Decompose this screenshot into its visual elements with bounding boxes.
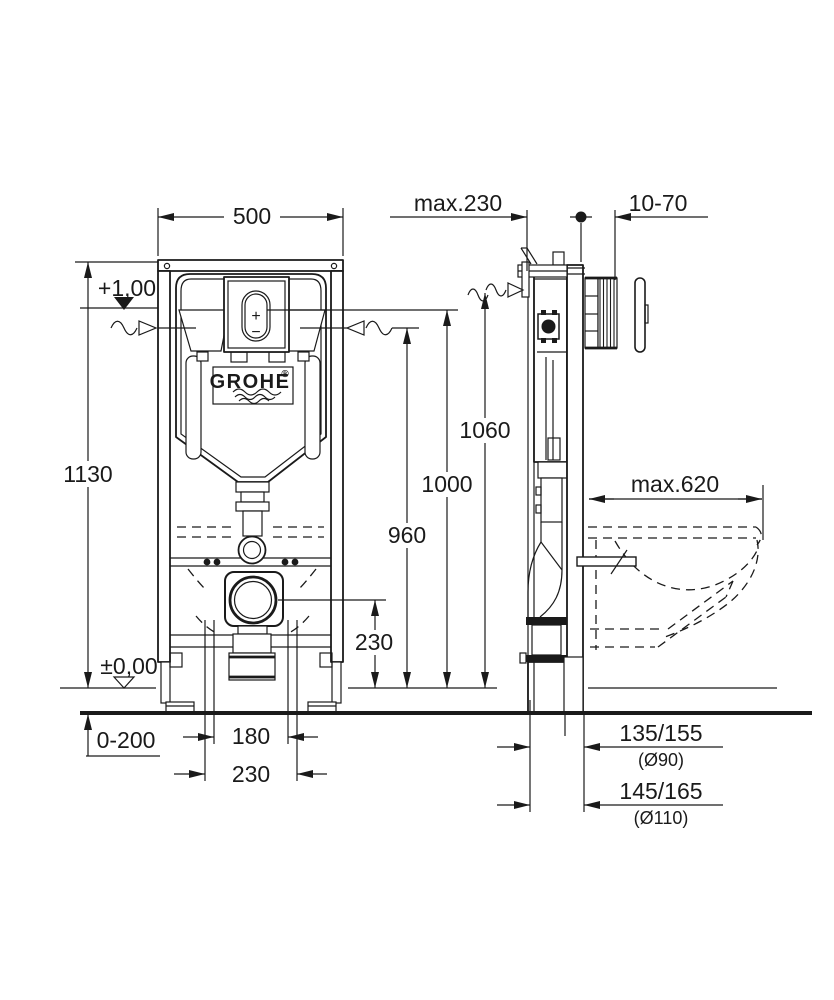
dim-outlet-90-label: 135/155 xyxy=(619,720,702,746)
rail-top-cap xyxy=(552,251,565,266)
water-chamber xyxy=(178,309,230,352)
side-channel xyxy=(304,355,321,460)
side-view xyxy=(485,211,762,736)
leg-bracket xyxy=(169,652,183,668)
flush-plate xyxy=(634,277,649,353)
wall-anchor-icon xyxy=(537,310,560,343)
corner-screw-icon xyxy=(330,262,338,270)
frame-top-bar xyxy=(157,259,344,272)
access-box: + − xyxy=(223,276,290,353)
front-rail-foot xyxy=(563,656,584,714)
logo-wave-icon xyxy=(238,397,270,405)
level-upper-label: +1,00 xyxy=(98,275,156,301)
dim-outlet-110-label: 145/165 xyxy=(619,778,702,804)
wall-surface-marker-icon xyxy=(570,211,592,262)
dim-bolt-outer-label: 230 xyxy=(232,761,270,787)
dimension-labels: 500 max.230 10-70 +1,00 1130 960 1000 10… xyxy=(60,190,728,828)
flush-pipe xyxy=(235,481,270,565)
bowl-hidden-side xyxy=(576,526,762,650)
top-wall-bracket xyxy=(517,247,585,298)
water-supply-right-icon xyxy=(300,320,419,336)
cistern-profile xyxy=(519,271,569,714)
bowl-hidden-front xyxy=(177,526,324,635)
fixing-bolt xyxy=(576,556,637,567)
left-foot xyxy=(165,701,195,713)
right-foot xyxy=(307,701,337,713)
upper-crossbar xyxy=(170,557,331,567)
flush-shaft xyxy=(584,276,618,350)
level-symbols xyxy=(112,297,136,689)
frame-left-leg xyxy=(160,661,171,704)
leg-bracket xyxy=(319,652,333,668)
dim-plate-height-label: 1000 xyxy=(421,471,472,497)
dim-outlet-height-label: 230 xyxy=(355,629,393,655)
frame-left-rail xyxy=(157,270,171,663)
grohe-logo: GROHE ® xyxy=(210,366,294,405)
water-supply-left-icon xyxy=(110,320,196,336)
dim-outlet-90-dia-label: (Ø90) xyxy=(638,750,684,770)
frame-right-leg xyxy=(331,661,342,704)
dim-depth-label: max.230 xyxy=(414,190,502,216)
logo-wave-icon xyxy=(232,388,282,396)
drain-bend xyxy=(224,571,284,681)
floor-lines xyxy=(60,687,812,715)
logo-text: GROHE xyxy=(210,371,291,393)
dim-bowl-max-label: max.620 xyxy=(631,471,719,497)
actuator-plus-label: + xyxy=(251,308,260,325)
level-mark-open-icon xyxy=(112,676,136,689)
side-channel xyxy=(185,355,202,460)
registered-mark-icon: ® xyxy=(281,369,289,380)
dim-floor-adjust-label: 0-200 xyxy=(97,727,156,753)
actuator-minus-label: − xyxy=(251,324,260,341)
front-rail xyxy=(566,264,584,714)
level-floor-label: ±0,00 xyxy=(100,653,157,679)
water-supply-side-icon xyxy=(485,282,525,298)
dim-width-label: 500 xyxy=(233,203,271,229)
logo-wave-icon xyxy=(234,393,276,401)
flush-actuator xyxy=(241,290,271,342)
dim-supply-height-label: 960 xyxy=(388,522,426,548)
dim-frame-top-height-label: 1060 xyxy=(459,417,510,443)
dimension-lines xyxy=(75,208,764,812)
corner-screw-icon xyxy=(163,262,171,270)
dim-bolt-inner-label: 180 xyxy=(232,723,270,749)
dim-height-label: 1130 xyxy=(63,461,112,487)
dim-outlet-110-dia-label: (Ø110) xyxy=(634,808,689,828)
dim-wall-range-label: 10-70 xyxy=(629,190,688,216)
level-mark-filled-icon xyxy=(114,297,134,310)
front-view: + − GROHE ® xyxy=(110,259,419,713)
frame-right-rail xyxy=(330,270,344,663)
